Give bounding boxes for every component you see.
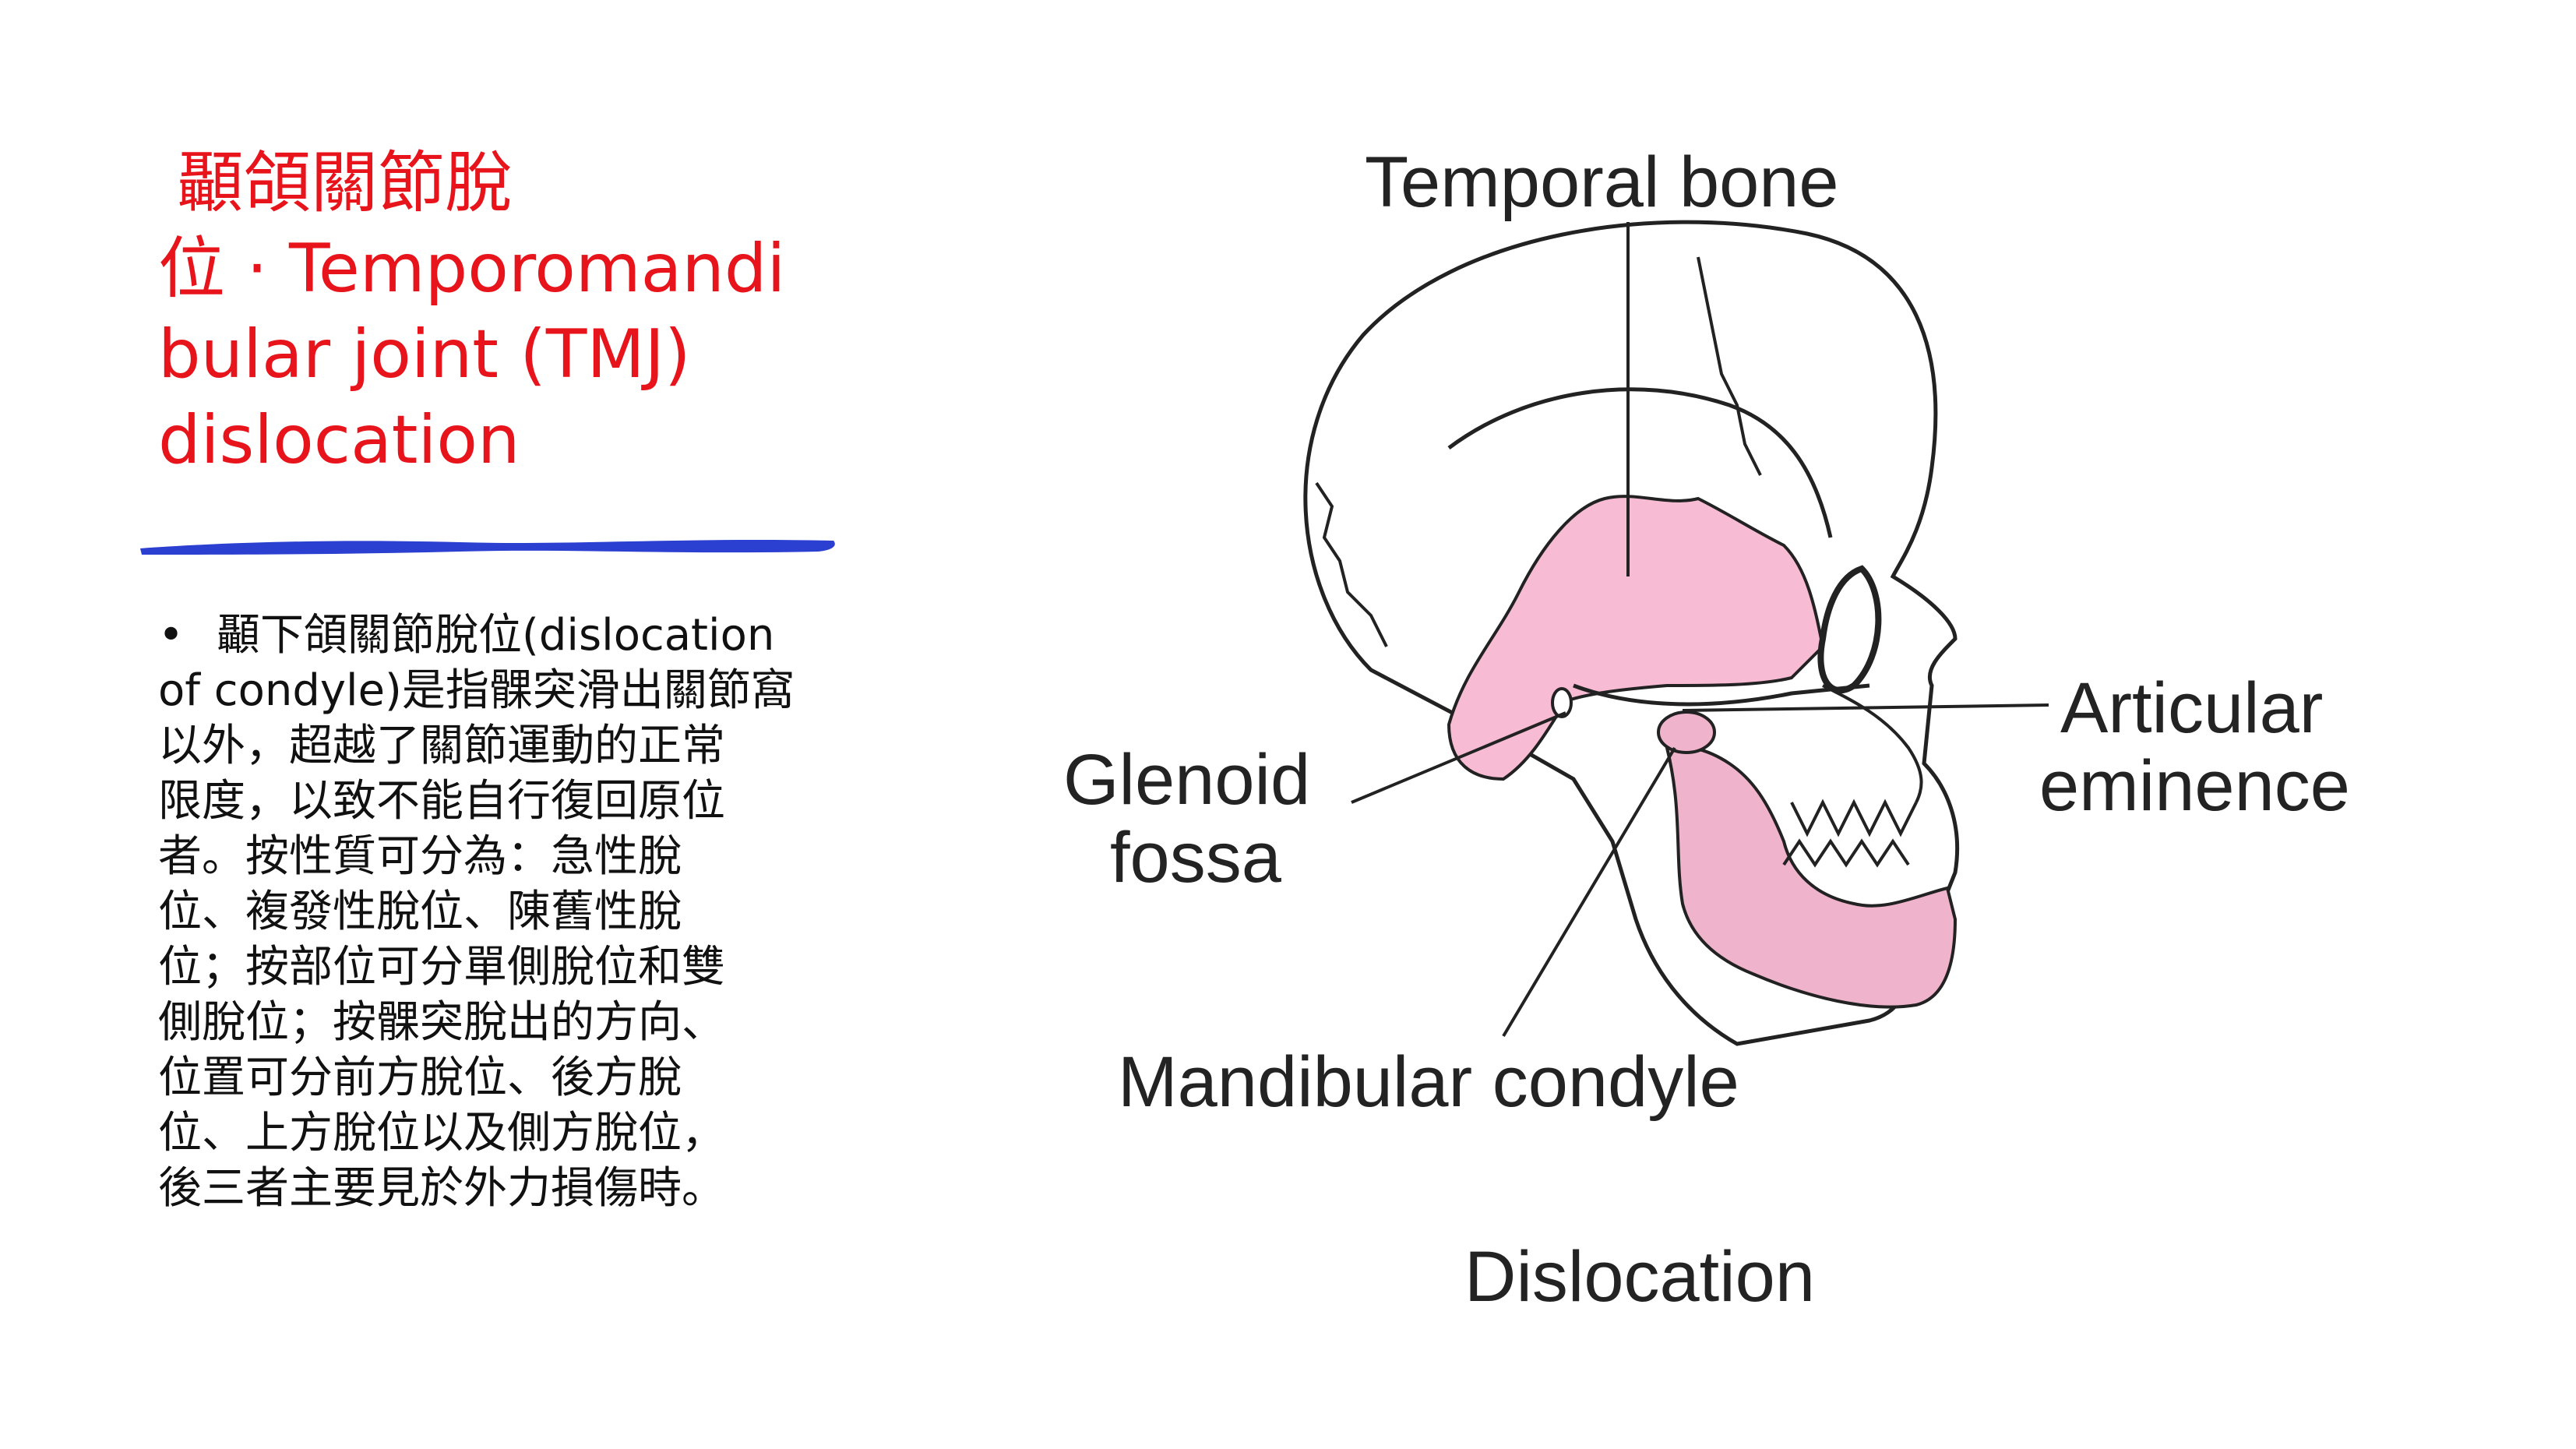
- figure-caption: Dislocation: [1464, 1237, 1815, 1317]
- temporal-bone-region: [1447, 495, 1825, 781]
- ear-canal: [1551, 687, 1573, 718]
- title-line: 顳頜關節脫: [177, 144, 512, 222]
- body-line-text: 顳下頜關節脫位(dislocation: [217, 610, 775, 661]
- body-line: of condyle)是指髁突滑出關節窩: [158, 665, 795, 716]
- lower-teeth: [1782, 838, 1910, 868]
- body-line: 後三者主要見於外力損傷時。: [158, 1163, 725, 1214]
- mandibular-condyle-leader: [1502, 746, 1676, 1038]
- inner-cranial-curve: [1447, 387, 1833, 538]
- eye-socket: [1817, 565, 1882, 694]
- mandible: [1665, 745, 1958, 1009]
- body-line: 位、上方脫位以及側方脫位，: [158, 1108, 725, 1158]
- body-line: 者。按性質可分為：急性脫: [158, 831, 682, 882]
- glenoid-fossa-leader: [1351, 711, 1566, 804]
- body-line: 側脫位；按髁突脫出的方向、: [158, 997, 725, 1048]
- upper-teeth: [1790, 799, 1918, 837]
- body-line: 以外，超越了關節運動的正常: [158, 721, 725, 771]
- label-temporal-bone: Temporal bone: [1365, 143, 1839, 222]
- body-line: • 顳下頜關節脫位(dislocation: [158, 608, 859, 663]
- label-mandibular-condyle: Mandibular condyle: [1118, 1042, 1739, 1122]
- lambdoid-suture: [1315, 481, 1388, 647]
- body-line: 位置可分前方脫位、後方脫: [158, 1052, 682, 1103]
- mandibular-condyle: [1657, 710, 1716, 754]
- tmj-skull-diagram: Temporal bone Articular eminence Glenoid…: [1063, 143, 2350, 1317]
- label-glenoid: Glenoid: [1063, 740, 1310, 820]
- zygomatic-arch: [1573, 683, 1870, 707]
- label-eminence: eminence: [2039, 746, 2350, 826]
- title-line: dislocation: [158, 401, 520, 479]
- label-fossa: fossa: [1110, 818, 1282, 897]
- coronal-suture: [1697, 256, 1762, 476]
- bullet-icon: •: [158, 610, 185, 661]
- title-line: bular joint (TMJ): [158, 316, 691, 393]
- maxilla-outline: [1822, 684, 1923, 803]
- slide-title: 顳頜關節脫 位 · Temporomandi bular joint (TMJ)…: [158, 140, 844, 483]
- body-text: • 顳下頜關節脫位(dislocation of condyle)是指髁突滑出關節…: [158, 608, 859, 1216]
- title-underline-stroke: [140, 540, 835, 555]
- title-line: 位 · Temporomandi: [158, 230, 786, 308]
- articular-eminence-leader: [1682, 703, 2049, 712]
- body-line: 位、複發性脫位、陳舊性脫: [158, 887, 682, 937]
- label-articular: Articular: [2060, 668, 2323, 748]
- body-line: 位；按部位可分單側脫位和雙: [158, 942, 725, 992]
- body-line: 限度，以致不能自行復回原位: [158, 776, 725, 827]
